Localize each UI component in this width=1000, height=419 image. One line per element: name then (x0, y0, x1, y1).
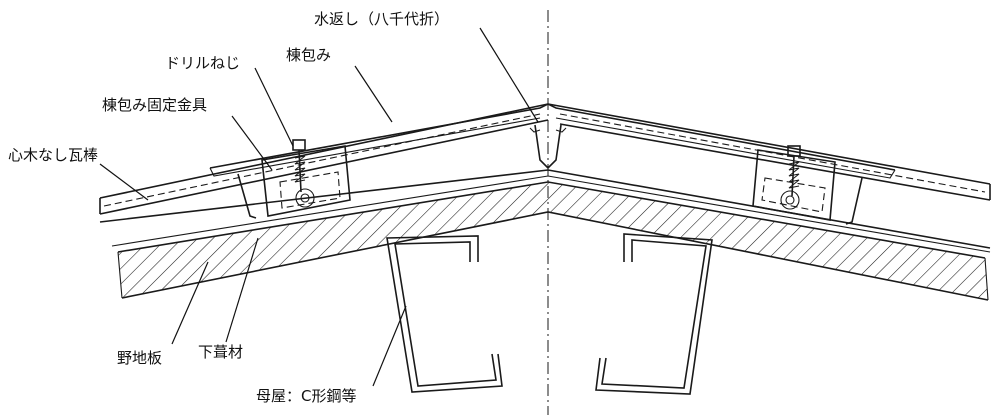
label-ridge-bracket: 棟包み固定金具 (102, 96, 207, 114)
ridge-bracket-left (237, 145, 351, 219)
roof-panel (99, 103, 991, 249)
ridge-bracket-right (752, 149, 863, 225)
sheathing-board (117, 181, 989, 301)
purlin-right (595, 233, 713, 395)
label-water-return: 水返し（八千代折） (314, 10, 449, 28)
label-ridge-cover: 棟包み (286, 46, 331, 64)
drill-screw-right (787, 145, 801, 197)
purlin-left (386, 235, 503, 393)
leader-lines (99, 27, 539, 387)
drill-screw-left (292, 139, 306, 193)
label-batten: 心木なし瓦棒 (8, 146, 98, 164)
label-purlin: 母屋：C形鋼等 (256, 387, 356, 405)
label-sheathing: 野地板 (117, 349, 162, 367)
label-drill-screw: ドリルねじ (165, 54, 240, 72)
label-underlayment: 下葺材 (198, 343, 243, 361)
